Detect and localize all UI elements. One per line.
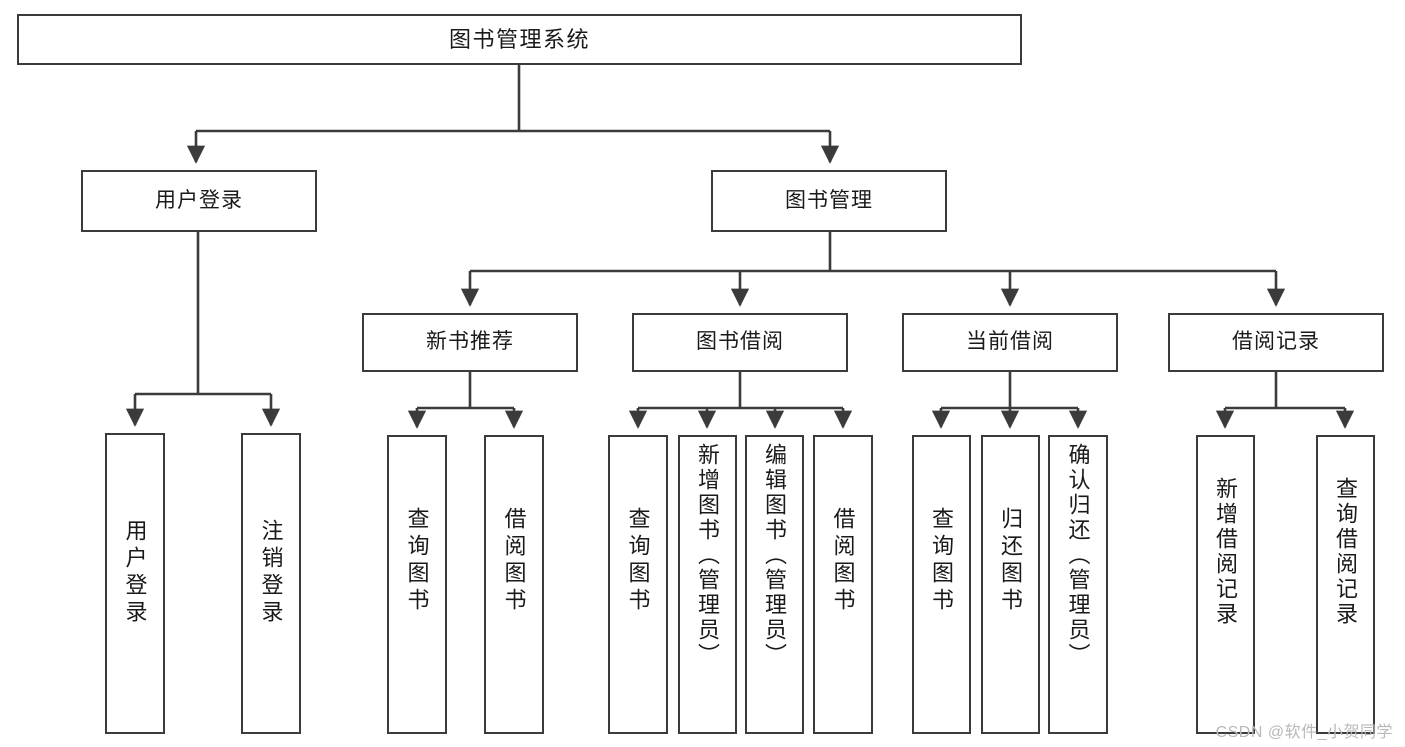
node-label: 借阅记录 [1232, 330, 1320, 354]
node-label: 新书推荐 [426, 330, 514, 354]
node-label: 图书管理系统 [448, 26, 590, 52]
node-label: 新增图书（管理员） [695, 443, 721, 668]
leaf-query-borrow-record[interactable]: 查询借阅记录 [1316, 435, 1375, 734]
node-label: 查询图书 [404, 507, 430, 615]
node-label: 新增借阅记录 [1213, 477, 1239, 627]
node-user-login[interactable]: 用户登录 [81, 170, 317, 232]
node-label: 借阅图书 [501, 507, 527, 615]
node-current-borrow[interactable]: 当前借阅 [902, 313, 1118, 372]
node-label: 用户登录 [155, 188, 243, 212]
node-label: 归还图书 [998, 507, 1024, 615]
leaf-borrow-book-new[interactable]: 借阅图书 [484, 435, 544, 734]
node-root-system[interactable]: 图书管理系统 [17, 14, 1022, 65]
node-label: 用户登录 [122, 519, 148, 627]
leaf-borrow-book[interactable]: 借阅图书 [813, 435, 873, 734]
leaf-query-book-current[interactable]: 查询图书 [912, 435, 971, 734]
node-label: 注销登录 [258, 519, 284, 627]
node-label: 确认归还（管理员） [1065, 443, 1091, 668]
node-label: 查询图书 [625, 507, 651, 615]
leaf-confirm-return-admin[interactable]: 确认归还（管理员） [1048, 435, 1108, 734]
leaf-logout[interactable]: 注销登录 [241, 433, 301, 734]
leaf-user-login[interactable]: 用户登录 [105, 433, 165, 734]
leaf-add-book-admin[interactable]: 新增图书（管理员） [678, 435, 737, 734]
node-label: 借阅图书 [830, 507, 856, 615]
node-label: 查询图书 [929, 507, 955, 615]
node-label: 图书借阅 [696, 330, 784, 354]
watermark-text: CSDN @软件_小贺同学 [1215, 724, 1393, 741]
leaf-query-book-new[interactable]: 查询图书 [387, 435, 447, 734]
node-label: 当前借阅 [966, 330, 1054, 354]
leaf-query-book-borrow[interactable]: 查询图书 [608, 435, 668, 734]
leaf-add-borrow-record[interactable]: 新增借阅记录 [1196, 435, 1255, 734]
node-borrow-record[interactable]: 借阅记录 [1168, 313, 1384, 372]
node-book-borrow[interactable]: 图书借阅 [632, 313, 848, 372]
leaf-return-book[interactable]: 归还图书 [981, 435, 1040, 734]
node-label: 图书管理 [785, 188, 873, 212]
node-new-book-recommend[interactable]: 新书推荐 [362, 313, 578, 372]
node-label: 编辑图书（管理员） [762, 443, 788, 668]
node-label: 查询借阅记录 [1333, 477, 1359, 627]
leaf-edit-book-admin[interactable]: 编辑图书（管理员） [745, 435, 804, 734]
node-book-management[interactable]: 图书管理 [711, 170, 947, 232]
